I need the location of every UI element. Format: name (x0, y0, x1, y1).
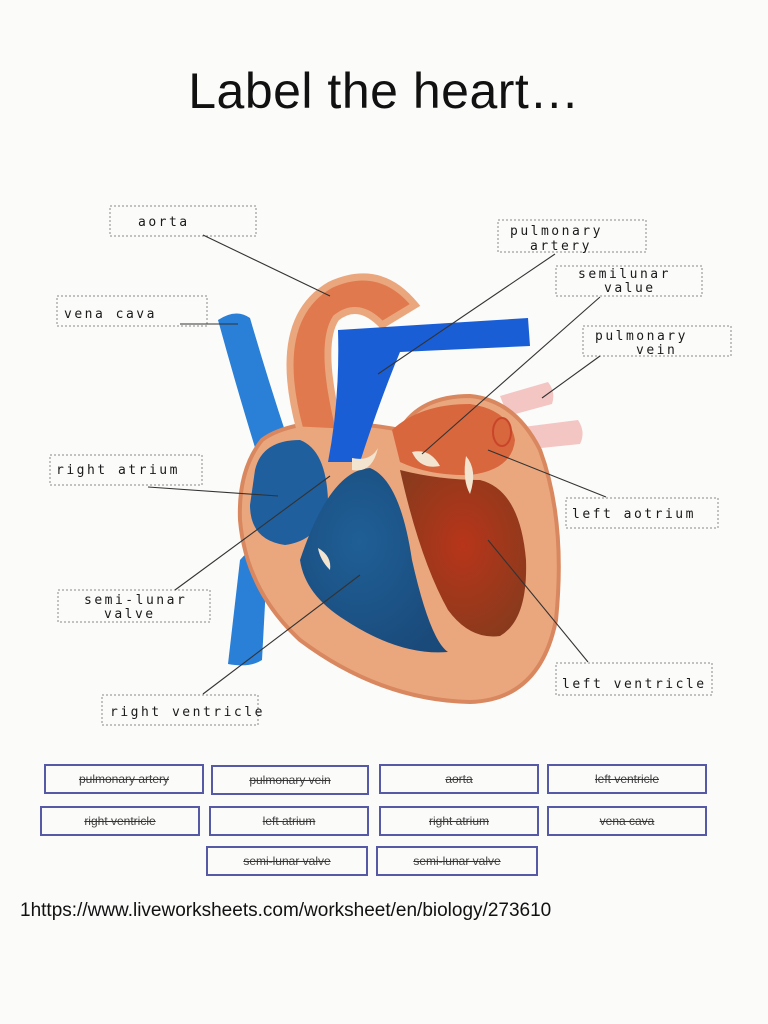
word-bank-item[interactable]: pulmonary artery (44, 764, 204, 794)
page-title: Label the heart… (188, 63, 580, 119)
word-bank-item[interactable]: semi-lunar valve (376, 846, 538, 876)
word-bank-item[interactable]: semi-lunar valve (206, 846, 368, 876)
valve-flaps (318, 417, 512, 570)
label-semilunar-valve-left-line2: valve (104, 607, 156, 622)
word-bank-item[interactable]: right atrium (379, 806, 539, 836)
word-bank-item[interactable]: left ventricle (547, 764, 707, 794)
word-bank-item[interactable]: aorta (379, 764, 539, 794)
label-pulmonary-vein-line1: pulmonary (595, 329, 688, 344)
label-boxes (49, 205, 732, 726)
right-atrium-chamber (250, 440, 328, 545)
left-ventricle-chamber (400, 470, 527, 637)
label-aorta: aorta (138, 215, 190, 230)
label-semilunar-valve-top-line2: value (604, 281, 656, 296)
pulmonary-artery-vessel (328, 318, 530, 462)
right-ventricle-chamber (300, 468, 448, 653)
word-bank-item[interactable]: left atrium (209, 806, 369, 836)
word-bank-item[interactable]: pulmonary vein (211, 765, 369, 795)
footer-url[interactable]: 1https://www.liveworksheets.com/workshee… (20, 900, 552, 921)
label-vena-cava: vena cava (64, 307, 157, 322)
aorta-vessel (286, 273, 421, 436)
word-bank-item[interactable]: right ventricle (40, 806, 200, 836)
label-left-ventricle: left ventricle (562, 677, 707, 692)
label-semilunar-valve-top-line1: semilunar (578, 267, 671, 282)
label-semilunar-valve-left-line1: semi-lunar (84, 593, 187, 608)
label-pulmonary-artery-line2: artery (530, 239, 592, 254)
label-pulmonary-artery-line1: pulmonary (510, 224, 603, 239)
label-right-atrium: right atrium (56, 463, 180, 478)
leader-lines (147, 234, 607, 695)
label-left-atrium: left aotrium (572, 507, 696, 522)
label-pulmonary-vein-line2: vein (636, 343, 677, 358)
word-bank-item[interactable]: vena cava (547, 806, 707, 836)
label-right-ventricle: right ventricle (110, 705, 265, 720)
